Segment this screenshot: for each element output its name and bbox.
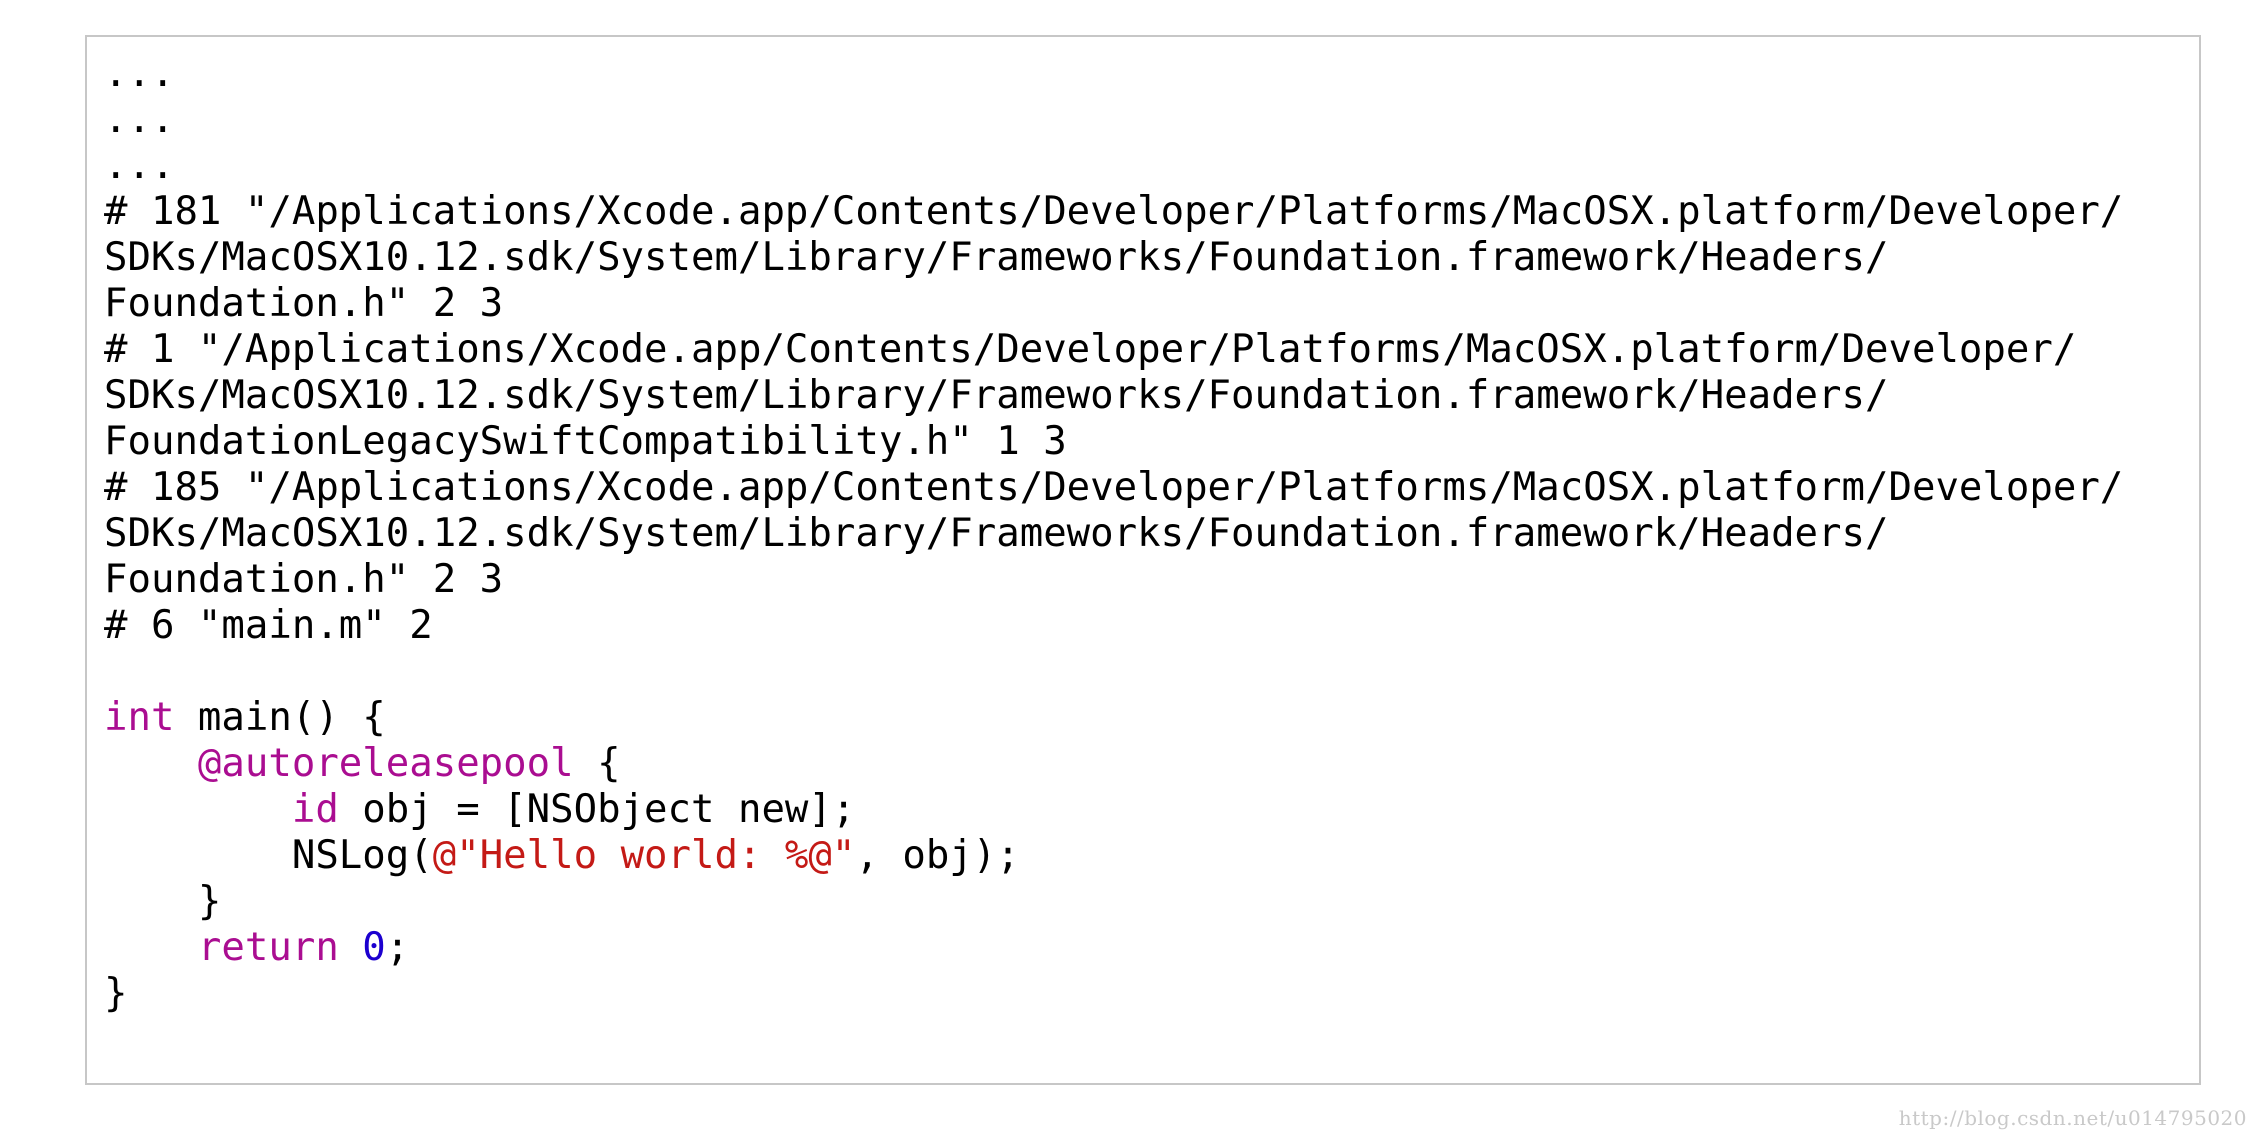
- code-line: FoundationLegacySwiftCompatibility.h" 1 …: [104, 419, 2123, 465]
- code-text: main() {: [174, 695, 386, 740]
- code-text: SDKs/MacOSX10.12.sdk/System/Library/Fram…: [104, 511, 1889, 556]
- code-line: ...: [104, 97, 2123, 143]
- code-text: NSLog(: [104, 833, 433, 878]
- watermark-url: http://blog.csdn.net/u014795020: [1898, 1106, 2247, 1130]
- code-text: }: [104, 879, 222, 924]
- code-text: # 185 "/Applications/Xcode.app/Contents/…: [104, 465, 2124, 510]
- code-text: [104, 925, 198, 970]
- code-line: @autoreleasepool {: [104, 741, 2123, 787]
- code-line: SDKs/MacOSX10.12.sdk/System/Library/Fram…: [104, 373, 2123, 419]
- code-panel: .........# 181 "/Applications/Xcode.app/…: [85, 35, 2201, 1085]
- code-line: # 6 "main.m" 2: [104, 603, 2123, 649]
- code-line: int main() {: [104, 695, 2123, 741]
- code-text: ;: [385, 925, 410, 970]
- code-text: [104, 741, 198, 786]
- code-text: # 6 "main.m" 2: [104, 603, 433, 648]
- code-text: ...: [104, 143, 175, 188]
- code-line: # 185 "/Applications/Xcode.app/Contents/…: [104, 465, 2123, 511]
- code-line: SDKs/MacOSX10.12.sdk/System/Library/Fram…: [104, 235, 2123, 281]
- code-keyword: id: [291, 787, 339, 832]
- code-string-literal: @"Hello world: %@": [432, 833, 856, 878]
- code-text: # 181 "/Applications/Xcode.app/Contents/…: [104, 189, 2124, 234]
- code-text: SDKs/MacOSX10.12.sdk/System/Library/Fram…: [104, 373, 1889, 418]
- code-keyword: return: [197, 925, 339, 970]
- code-line: }: [104, 879, 2123, 925]
- code-block: .........# 181 "/Applications/Xcode.app/…: [104, 51, 2123, 1017]
- code-text: [339, 925, 362, 970]
- code-line: ...: [104, 143, 2123, 189]
- code-text: ...: [104, 51, 175, 96]
- code-line: # 181 "/Applications/Xcode.app/Contents/…: [104, 189, 2123, 235]
- code-line: }: [104, 971, 2123, 1017]
- code-text: }: [104, 971, 128, 1016]
- code-line: NSLog(@"Hello world: %@", obj);: [104, 833, 2123, 879]
- code-keyword: int: [104, 695, 175, 740]
- code-line: return 0;: [104, 925, 2123, 971]
- code-text: {: [573, 741, 621, 786]
- code-text: # 1 "/Applications/Xcode.app/Contents/De…: [104, 327, 2077, 372]
- code-text: Foundation.h" 2 3: [104, 557, 504, 602]
- code-number-literal: 0: [362, 925, 386, 970]
- code-line: Foundation.h" 2 3: [104, 281, 2123, 327]
- code-text: Foundation.h" 2 3: [104, 281, 504, 326]
- code-text: , obj);: [855, 833, 1020, 878]
- code-line: Foundation.h" 2 3: [104, 557, 2123, 603]
- code-text: obj = [NSObject new];: [338, 787, 856, 832]
- code-line: [104, 649, 2123, 695]
- code-text: SDKs/MacOSX10.12.sdk/System/Library/Fram…: [104, 235, 1889, 280]
- code-line: ...: [104, 51, 2123, 97]
- code-keyword: @autoreleasepool: [197, 741, 574, 786]
- code-line: # 1 "/Applications/Xcode.app/Contents/De…: [104, 327, 2123, 373]
- code-text: ...: [104, 97, 175, 142]
- code-text: [104, 787, 292, 832]
- code-line: SDKs/MacOSX10.12.sdk/System/Library/Fram…: [104, 511, 2123, 557]
- code-text: FoundationLegacySwiftCompatibility.h" 1 …: [104, 419, 1067, 464]
- code-line: id obj = [NSObject new];: [104, 787, 2123, 833]
